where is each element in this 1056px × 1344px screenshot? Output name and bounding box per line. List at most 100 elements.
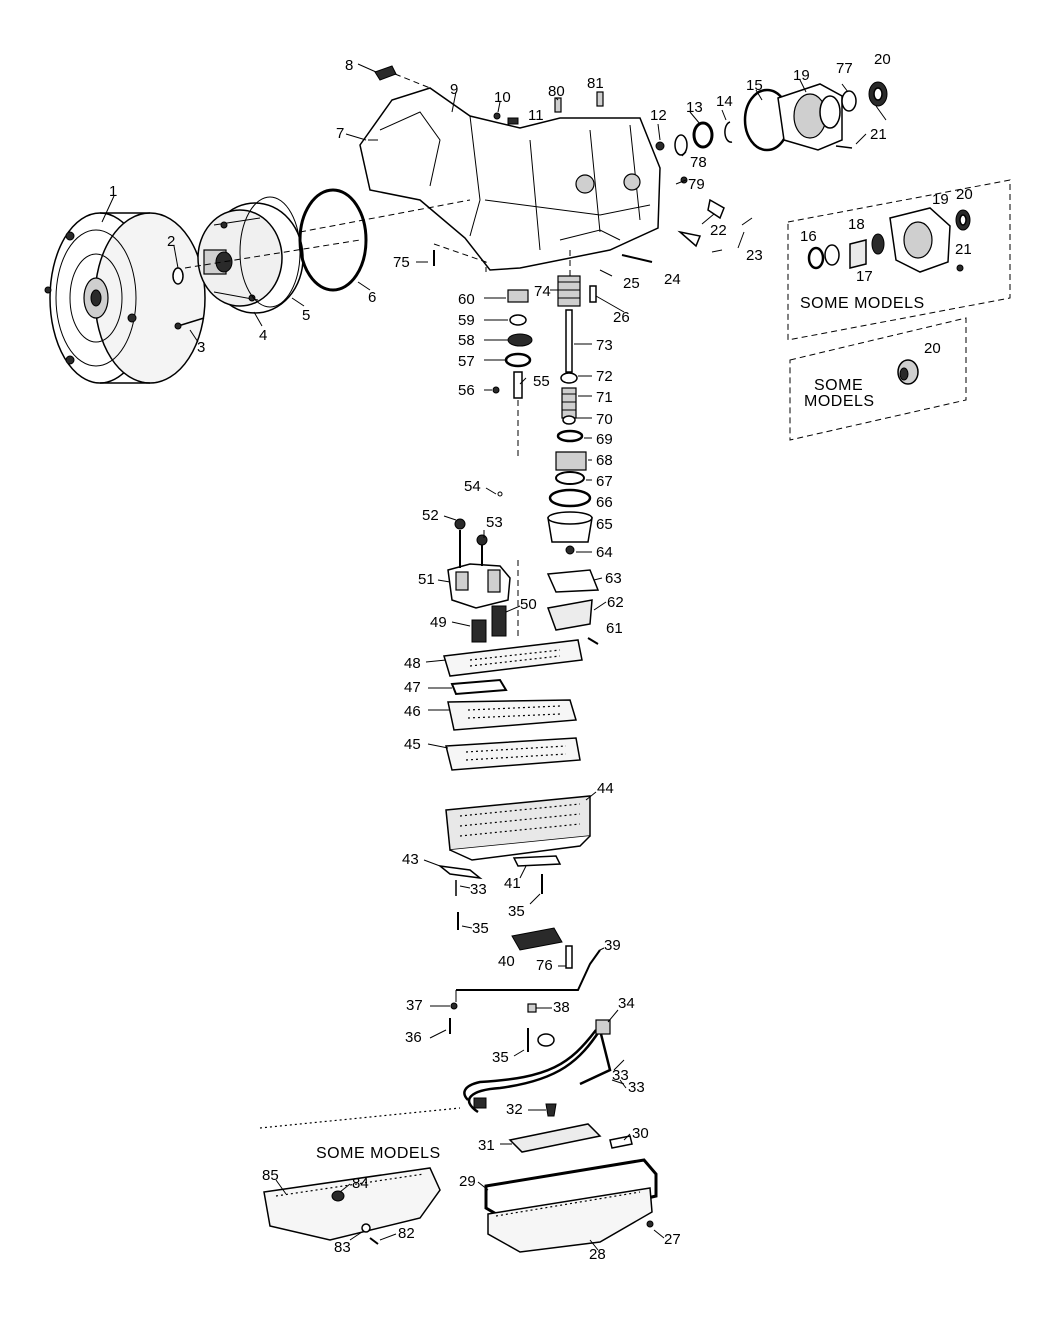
callout-3: 3: [197, 339, 205, 356]
seal-32: [545, 1103, 557, 1117]
callout-76: 76: [536, 957, 553, 974]
callout-49: 49: [430, 614, 447, 631]
callout-24: 24: [664, 271, 681, 288]
callout-23: 23: [746, 247, 763, 264]
seal-20-bore: [873, 87, 883, 101]
plug-84: [331, 1190, 345, 1202]
callout-48: 48: [404, 655, 421, 672]
callout-59: 59: [458, 312, 475, 329]
transmission-case: [184, 87, 661, 271]
callout-43: 43: [402, 851, 419, 868]
seal-17: [871, 233, 885, 255]
callout-62: 62: [607, 594, 624, 611]
valve-body-44: [445, 795, 591, 861]
part-81: [596, 91, 604, 107]
callout-47: 47: [404, 679, 421, 696]
part-38: [527, 1003, 537, 1013]
accumulator-51: [447, 518, 511, 609]
callout-30: 30: [632, 1125, 649, 1142]
callout-20-alt: 20: [956, 186, 973, 203]
callout-72: 72: [596, 368, 613, 385]
servo-left-stack: [492, 289, 533, 399]
bushing-77: [841, 90, 857, 112]
callout-69: 69: [596, 431, 613, 448]
tube-39: [456, 949, 601, 991]
callout-40: 40: [498, 953, 515, 970]
caption-some-models-mid-2: MODELS: [804, 393, 875, 410]
callout-82: 82: [398, 1225, 415, 1242]
leader-lines: [101, 63, 887, 1251]
servo-right-stack: [546, 275, 600, 645]
callout-1: 1: [109, 183, 117, 200]
callout-33-c: 33: [612, 1067, 629, 1084]
callout-38: 38: [553, 999, 570, 1016]
extension-housing-19: [777, 83, 843, 151]
callout-20: 20: [874, 51, 891, 68]
callout-16: 16: [800, 228, 817, 245]
callout-27: 27: [664, 1231, 681, 1248]
bolt-27: [646, 1220, 654, 1228]
part-37: [450, 1002, 458, 1010]
bracket-41: [512, 855, 562, 867]
callout-79: 79: [688, 176, 705, 193]
callout-numbers: 1 2 3 4 5 6 7 8 9 10 11 12 13 14 15 16 1…: [109, 51, 973, 1263]
callout-17: 17: [856, 268, 873, 285]
ring-16-a: [807, 246, 825, 270]
callout-51: 51: [418, 571, 435, 588]
callout-8: 8: [345, 57, 353, 74]
pan-gasket-29: [484, 1158, 658, 1230]
callout-71: 71: [596, 389, 613, 406]
bolt-24: [621, 254, 653, 263]
callout-15: 15: [746, 77, 763, 94]
seal-13: [692, 121, 714, 149]
callout-41: 41: [504, 875, 521, 892]
bracket-22: [707, 198, 725, 220]
callout-9: 9: [450, 81, 458, 98]
gasket-46: [447, 699, 577, 731]
callout-6: 6: [368, 289, 376, 306]
wiring-harness-34: [463, 1019, 612, 1114]
callout-84: 84: [352, 1175, 369, 1192]
callout-21: 21: [870, 126, 887, 143]
part-30: [609, 1135, 633, 1149]
callout-12: 12: [650, 107, 667, 124]
some-models-box-upper: [787, 179, 1011, 341]
caption-some-models-mid-1: SOME: [814, 377, 863, 394]
callout-35-c: 35: [492, 1049, 509, 1066]
callout-19: 19: [793, 67, 810, 84]
callout-75: 75: [393, 254, 410, 271]
bolt-23: [741, 217, 753, 226]
callout-50: 50: [520, 596, 537, 613]
snap-ring-14: [724, 121, 733, 143]
callout-19-alt: 19: [932, 191, 949, 208]
callout-33-b: 33: [628, 1079, 645, 1096]
torque-converter: [44, 212, 206, 384]
part-11: [507, 117, 519, 125]
bolt-3: [177, 317, 205, 327]
callout-58: 58: [458, 332, 475, 349]
callout-44: 44: [597, 780, 614, 797]
gasket-47: [450, 678, 508, 696]
callout-54: 54: [464, 478, 481, 495]
callout-4: 4: [259, 327, 267, 344]
callout-14: 14: [716, 93, 733, 110]
bracket-43: [437, 864, 483, 880]
callout-21-alt: 21: [955, 241, 972, 258]
callout-25: 25: [623, 275, 640, 292]
callout-65: 65: [596, 516, 613, 533]
caption-some-models-upper: SOME MODELS: [800, 295, 925, 312]
callout-57: 57: [458, 353, 475, 370]
callout-53: 53: [486, 514, 503, 531]
callout-2: 2: [167, 233, 175, 250]
plug-82: [369, 1237, 379, 1245]
callout-70: 70: [596, 411, 613, 428]
part-78: [674, 134, 688, 156]
callout-18: 18: [848, 216, 865, 233]
callout-33-a: 33: [470, 881, 487, 898]
callout-13: 13: [686, 99, 703, 116]
callout-77: 77: [836, 60, 853, 77]
callout-85: 85: [262, 1167, 279, 1184]
bushing-18: [849, 239, 867, 269]
pump-gasket-6: [298, 188, 368, 292]
seal-2: [172, 267, 184, 285]
